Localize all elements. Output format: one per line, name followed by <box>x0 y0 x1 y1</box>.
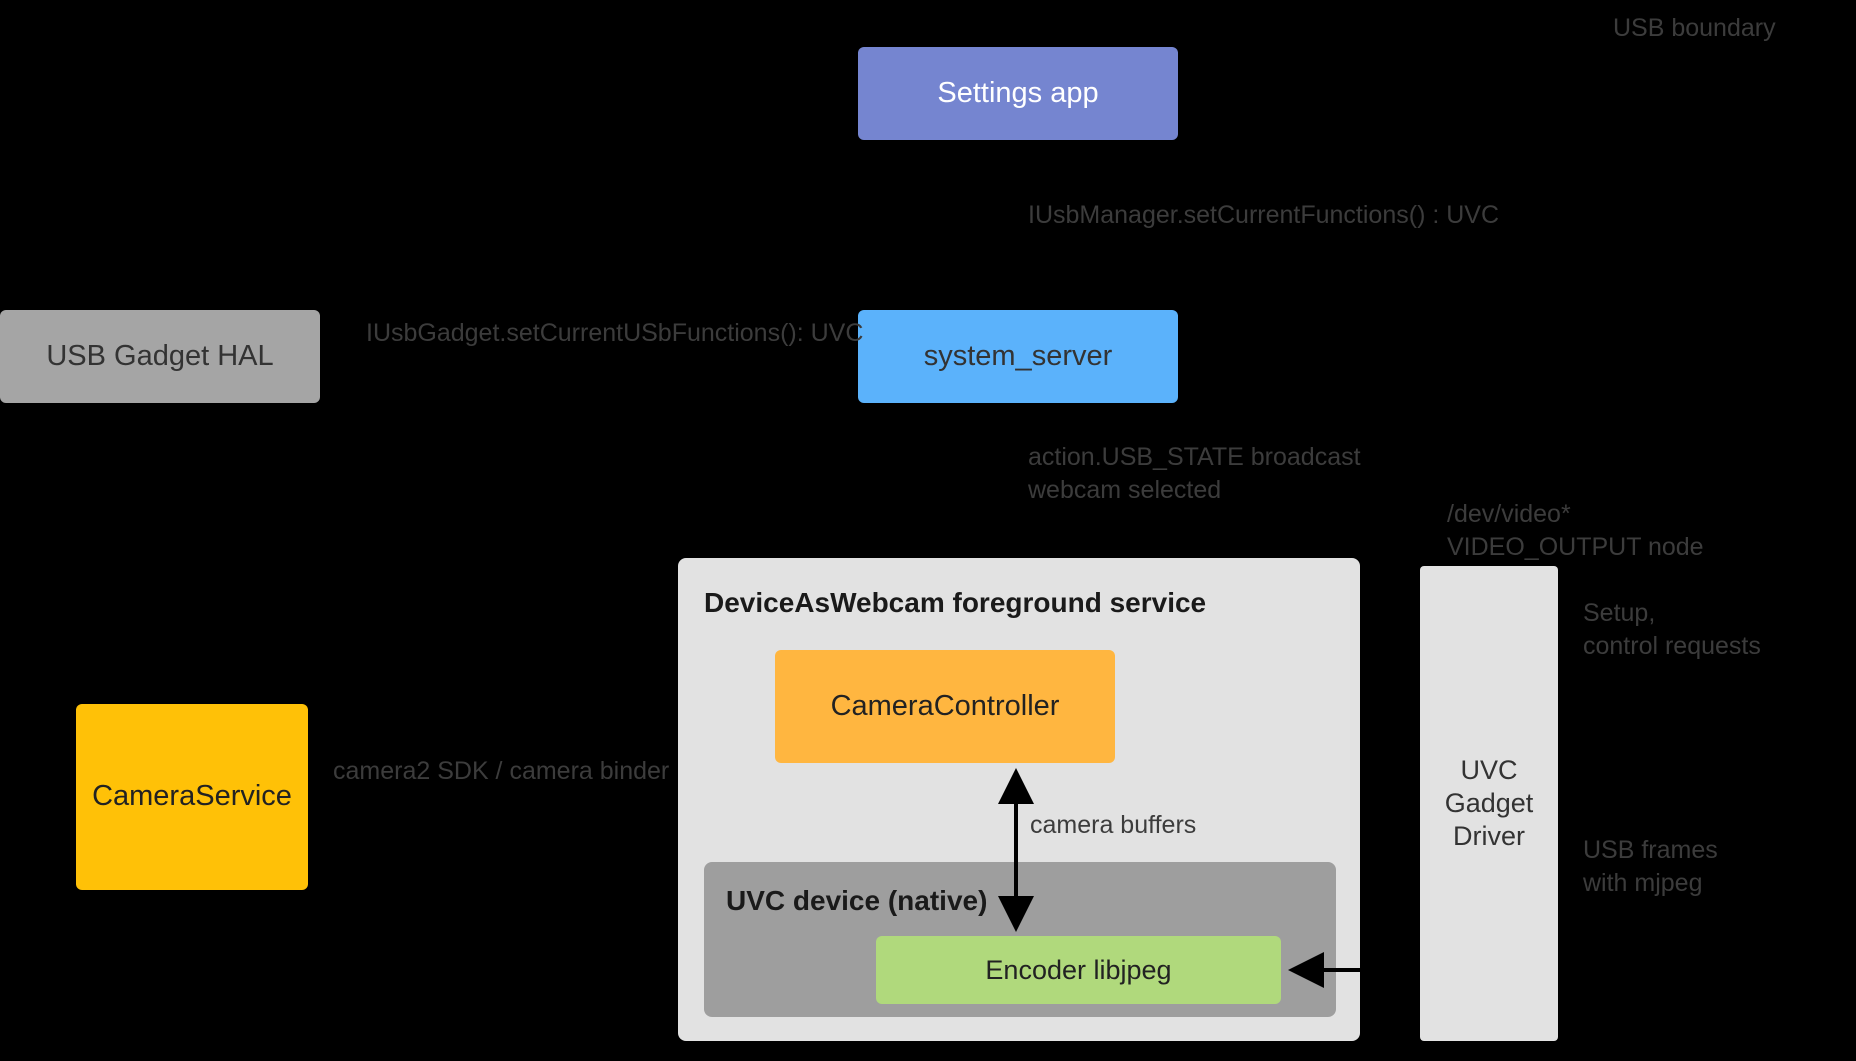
node-settings-app[interactable]: Settings app <box>858 47 1178 140</box>
node-encoder-libjpeg[interactable]: Encoder libjpeg <box>876 936 1281 1004</box>
node-camera-controller-label: CameraController <box>830 689 1060 722</box>
annotation-iusbmanager-setcurrentfunctions: IUsbManager.setCurrentFunctions() : UVC <box>1028 201 1500 229</box>
annotation-usb-boundary: USB boundary <box>1613 14 1776 42</box>
node-usb-gadget-hal-label: USB Gadget HAL <box>46 339 274 372</box>
node-camera-service[interactable]: CameraService <box>76 704 308 890</box>
annotation-usb-state-broadcast: action.USB_STATE broadcast webcam select… <box>1028 443 1361 504</box>
node-settings-app-label: Settings app <box>937 76 1099 109</box>
node-system-server-label: system_server <box>923 339 1113 372</box>
node-device-as-webcam-service-title: DeviceAsWebcam foreground service <box>704 587 1207 618</box>
annotation-setup-control-requests: Setup, control requests <box>1583 599 1761 660</box>
node-system-server[interactable]: system_server <box>858 310 1178 403</box>
node-camera-service-label: CameraService <box>92 780 292 813</box>
annotation-camera2-sdk-binder: camera2 SDK / camera binder <box>333 757 670 785</box>
node-encoder-libjpeg-label: Encoder libjpeg <box>985 954 1172 985</box>
annotation-usb-frames-mjpeg: USB frames with mjpeg <box>1583 836 1718 897</box>
annotation-iusbgadget-setcurrentusbfunctions: IUsbGadget.setCurrentUSbFunctions(): UVC <box>366 319 864 347</box>
node-usb-gadget-hal[interactable]: USB Gadget HAL <box>0 310 320 403</box>
node-uvc-gadget-driver[interactable]: UVC Gadget Driver <box>1420 566 1558 1041</box>
annotation-camera-buffers: camera buffers <box>1030 811 1197 839</box>
node-camera-controller[interactable]: CameraController <box>775 650 1115 763</box>
annotation-dev-video-node: /dev/video* VIDEO_OUTPUT node <box>1447 500 1704 561</box>
node-uvc-device-native-title: UVC device (native) <box>726 885 988 916</box>
node-uvc-gadget-driver-label: UVC Gadget Driver <box>1444 755 1534 851</box>
